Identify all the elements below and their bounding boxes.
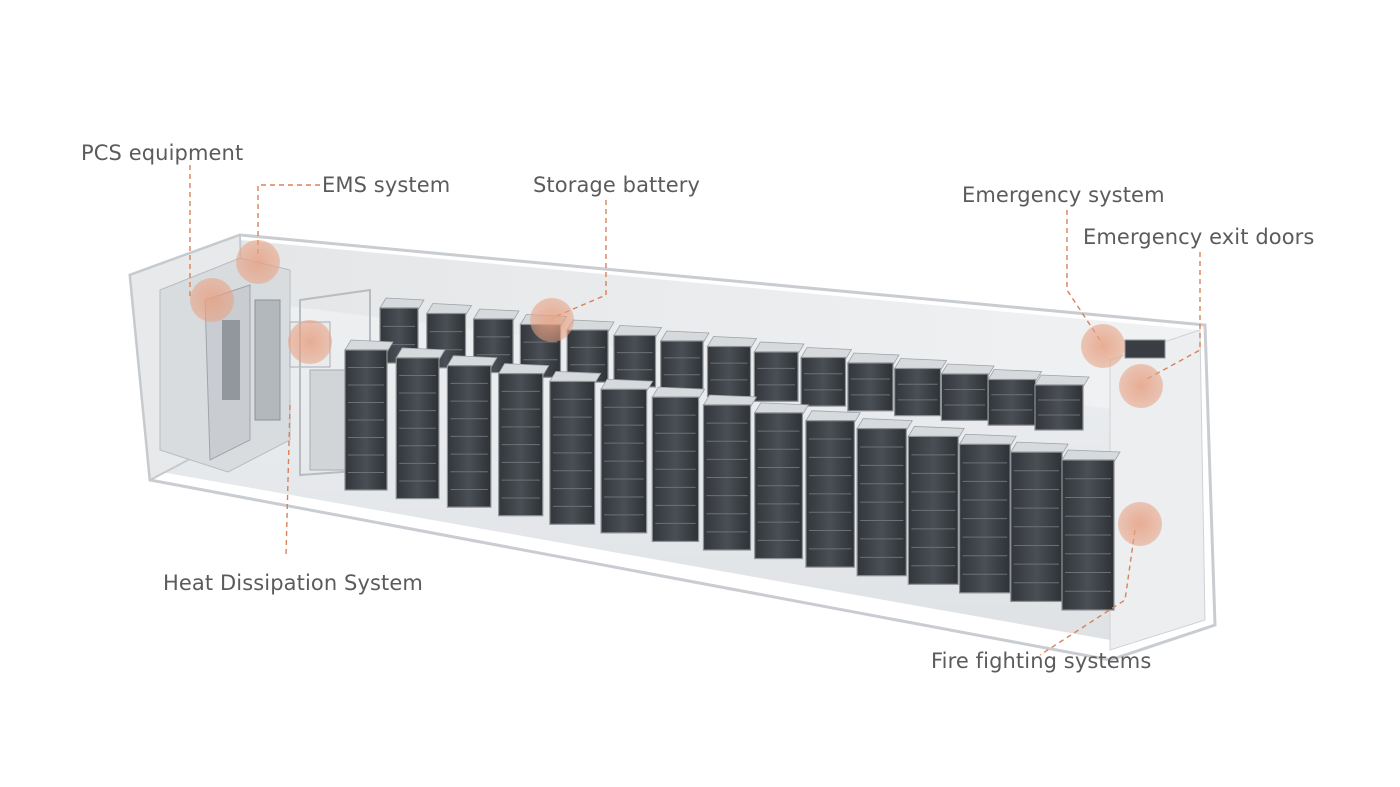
- hotspot-exit: [1119, 364, 1163, 408]
- front-battery-rack-8: [702, 394, 758, 551]
- label-fire-fighting-systems: Fire fighting systems: [931, 649, 1152, 673]
- back-battery-rack-7: [660, 330, 710, 393]
- back-battery-rack-2: [426, 303, 473, 369]
- front-battery-rack-9: [754, 402, 810, 560]
- front-battery-row: [344, 339, 1121, 611]
- back-battery-rack-9: [753, 341, 805, 402]
- label-storage-battery: Storage battery: [533, 173, 700, 197]
- label-emergency-exit-doors: Emergency exit doors: [1083, 225, 1315, 249]
- pcs-cabinets: [159, 257, 291, 473]
- back-battery-rack-6: [613, 325, 663, 388]
- front-battery-rack-5: [549, 371, 602, 525]
- back-battery-rack-14: [987, 369, 1043, 426]
- leader-emergency: [1066, 210, 1101, 341]
- label-emergency-system: Emergency system: [962, 183, 1165, 207]
- front-battery-rack-7: [651, 386, 706, 543]
- hotspot-ems: [236, 240, 280, 284]
- front-battery-rack-14: [1010, 441, 1069, 603]
- front-battery-rack-6: [600, 378, 654, 534]
- hotspots: [190, 240, 1163, 546]
- front-battery-rack-15: [1061, 449, 1121, 611]
- hotspot-pcs: [190, 278, 234, 322]
- front-battery-rack-11: [856, 418, 913, 577]
- back-battery-rack-8: [706, 336, 758, 398]
- leader-storage: [551, 200, 607, 319]
- front-battery-rack-3: [446, 355, 498, 508]
- front-battery-rack-1: [344, 339, 394, 491]
- front-battery-rack-10: [805, 410, 862, 568]
- leader-fire: [1039, 529, 1136, 656]
- label-pcs-equipment: PCS equipment: [81, 141, 244, 165]
- front-battery-rack-13: [958, 433, 1017, 594]
- leader-ems: [257, 184, 320, 258]
- back-battery-rack-11: [847, 352, 900, 412]
- label-ems-system: EMS system: [322, 173, 451, 197]
- back-battery-rack-15: [1034, 374, 1090, 431]
- front-battery-rack-2: [395, 347, 446, 500]
- back-battery-rack-13: [940, 363, 995, 422]
- back-battery-rack-12: [893, 358, 948, 417]
- back-battery-rack-10: [800, 347, 853, 407]
- leader-exit: [1144, 252, 1201, 381]
- leader-lines: [189, 165, 1201, 656]
- leader-heat: [285, 404, 291, 556]
- front-battery-rack-12: [907, 426, 965, 585]
- hotspot-heat: [288, 320, 332, 364]
- hotspot-fire: [1118, 502, 1162, 546]
- emergency-panel: [1124, 339, 1166, 359]
- hotspot-storage: [530, 298, 574, 342]
- label-heat-dissipation-system: Heat Dissipation System: [163, 571, 423, 595]
- front-battery-rack-4: [497, 363, 550, 517]
- hotspot-emergency: [1081, 324, 1125, 368]
